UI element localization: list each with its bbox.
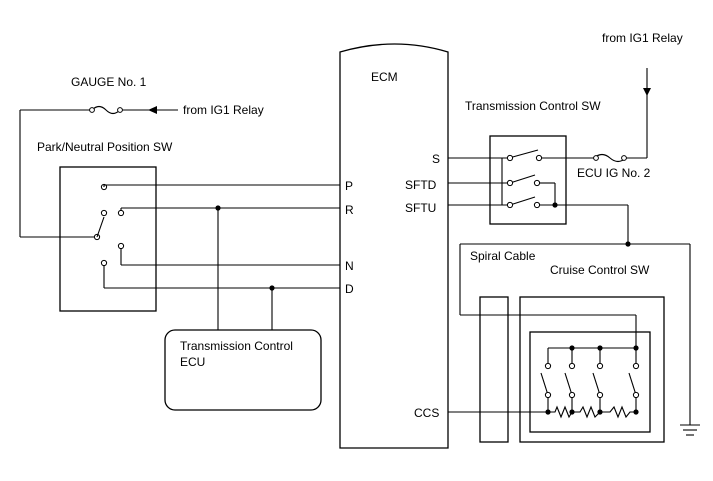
cruise-switch-3	[592, 348, 604, 412]
d-wire	[103, 265, 340, 330]
pin-label-p: P	[345, 179, 353, 193]
gauge-no1-label: GAUGE No. 1	[71, 75, 147, 89]
transmission-control-ecu-box	[164, 329, 322, 411]
ig1-relay-left-feed	[122, 106, 178, 114]
ecu-ig-no2-label: ECU IG No. 2	[577, 166, 651, 180]
transmission-control-sw-label: Transmission Control SW	[465, 99, 601, 113]
spiral-cable-block	[479, 296, 509, 443]
ground-icon	[680, 244, 700, 436]
transmission-control-sw-box	[489, 135, 567, 225]
tcsw-switch-1	[506, 149, 543, 162]
transmission-control-ecu-label-1: Transmission Control	[180, 339, 293, 353]
pnsw-contacts	[93, 183, 125, 267]
p-wire	[103, 184, 340, 187]
transmission-control-ecu-label-2: ECU	[180, 355, 205, 369]
cruise-control-sw-inner	[529, 331, 651, 433]
cruise-top-bus	[548, 345, 639, 351]
pin-label-n: N	[345, 259, 354, 273]
cruise-control-sw-box	[519, 296, 665, 443]
pin-label-r: R	[345, 203, 354, 217]
n-wire	[120, 248, 340, 266]
ecu-ig-no2-fuse	[593, 153, 627, 163]
cruise-switch-4	[628, 348, 640, 412]
tcsw-switch-2	[448, 174, 555, 187]
pin-label-sftu: SFTU	[405, 201, 436, 215]
tcsw-switch-3	[448, 196, 628, 209]
ig1-relay-top-label: from IG1 Relay	[602, 31, 683, 45]
r-wire	[120, 205, 340, 330]
spiral-cable-label: Spiral Cable	[470, 249, 536, 263]
pin-label-ccs: CCS	[414, 406, 439, 420]
gauge-no1-fuse	[89, 105, 123, 115]
ecm-label: ECM	[371, 70, 398, 84]
pin-label-sftd: SFTD	[405, 178, 437, 192]
cruise-resistor-ladder	[545, 405, 639, 419]
pin-label-s: S	[432, 152, 440, 166]
cruise-switch-1	[540, 348, 552, 412]
cruise-switch-2	[564, 348, 576, 412]
ig1-feed-arrow	[643, 68, 651, 158]
pin-label-d: D	[345, 282, 354, 296]
park-neutral-position-sw-box	[59, 166, 157, 312]
park-neutral-position-sw-label: Park/Neutral Position SW	[37, 140, 173, 154]
ecm-box	[339, 43, 449, 449]
cruise-control-sw-label: Cruise Control SW	[550, 263, 650, 277]
ig1-relay-left-label: from IG1 Relay	[183, 103, 264, 117]
tcsw-junction	[552, 202, 558, 208]
